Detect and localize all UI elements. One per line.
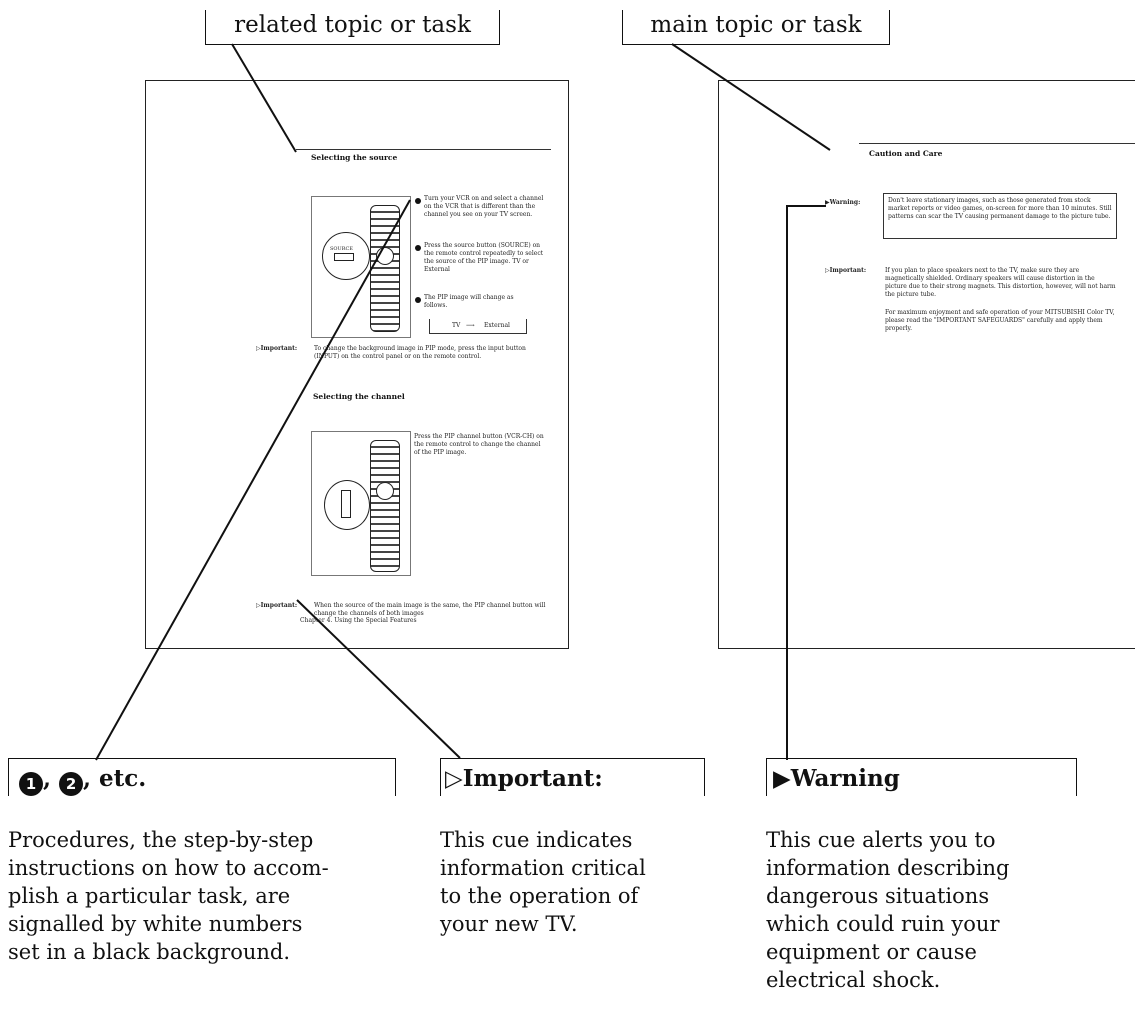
warning-description: This cue alerts you to information descr…: [766, 826, 1106, 994]
flow-tv: TV: [452, 322, 461, 329]
important-cue-label: Important:: [462, 765, 603, 792]
warning-line: information describing: [766, 856, 1010, 880]
important-text-left-2: When the source of the main image is the…: [314, 602, 546, 617]
warning-line: dangerous situations: [766, 884, 990, 908]
section-title-source: Selecting the source: [311, 153, 398, 162]
procedures-cue-label: , etc.: [83, 765, 147, 792]
related-topic-text: related topic or task: [234, 12, 471, 38]
important-line: to the operation of: [440, 884, 639, 908]
flow-external: External: [484, 322, 510, 329]
procedures-cue-box: 1, 2, etc.: [8, 758, 396, 796]
page-footer: Chapter 4. Using the Special Features: [300, 617, 417, 624]
important-line: information critical: [440, 856, 646, 880]
main-topic-text: main topic or task: [650, 12, 862, 38]
important-line: your new TV.: [440, 912, 578, 936]
important-label-right: ▷Important:: [825, 267, 867, 274]
main-topic-label: main topic or task: [622, 10, 890, 45]
step3-text: The PIP image will change as follows.: [424, 294, 514, 309]
important-cue-box: ▷Important:: [440, 758, 705, 796]
source-button-label: SOURCE: [330, 246, 353, 252]
caution-title: Caution and Care: [869, 149, 943, 158]
channel-text: Press the PIP channel button (VCR-CH) on…: [414, 433, 544, 456]
number-2-icon: 2: [59, 772, 84, 796]
related-topic-label: related topic or task: [205, 10, 500, 45]
warning-box: Don't leave stationary images, such as t…: [883, 193, 1117, 239]
remote-illustration-source: SOURCE: [311, 196, 411, 338]
procedures-line: Procedures, the step-by-step: [8, 828, 314, 852]
step1-text: Turn your VCR on and select a channel on…: [424, 195, 544, 218]
important-text-left-1: To change the background image in PIP mo…: [314, 345, 526, 360]
number-1-icon: 1: [19, 772, 43, 796]
left-manual-page: Selecting the source SOURCE Turn your VC…: [145, 80, 569, 649]
warning-line: equipment or cause: [766, 940, 977, 964]
procedures-line: set in a black background.: [8, 940, 291, 964]
warning-label-right: ▶Warning:: [825, 199, 861, 206]
procedures-line: instructions on how to accom-: [8, 856, 329, 880]
warning-line: This cue alerts you to: [766, 828, 996, 852]
warning-triangle-icon: ▶: [773, 765, 791, 792]
important-label-left-1: ▷Important:: [256, 345, 298, 352]
remote-illustration-channel: [311, 431, 411, 576]
important-text-right-2: For maximum enjoyment and safe operation…: [885, 309, 1115, 332]
important-label-left-2: ▷Important:: [256, 602, 298, 609]
step2-text: Press the source button (SOURCE) on the …: [424, 242, 544, 273]
warning-cue-box: ▶Warning: [766, 758, 1077, 796]
important-label-text: Important:: [260, 345, 298, 352]
important-text-right-1: If you plan to place speakers next to th…: [885, 267, 1116, 298]
warning-line: which could ruin your: [766, 912, 1000, 936]
warning-text: Don't leave stationary images, such as t…: [888, 197, 1112, 220]
warning-cue-label: Warning: [790, 765, 900, 792]
important-line: This cue indicates: [440, 828, 633, 852]
flow-box: TV ⟶ External: [429, 319, 527, 334]
procedures-line: plish a particular task, are: [8, 884, 291, 908]
procedures-line: signalled by white numbers: [8, 912, 303, 936]
warning-line: electrical shock.: [766, 968, 941, 992]
procedures-description: Procedures, the step-by-step instruction…: [8, 826, 378, 966]
important-triangle-icon: ▷: [445, 766, 463, 792]
right-manual-page: Caution and Care ▶Warning: Don't leave s…: [718, 80, 1135, 649]
section-title-channel: Selecting the channel: [313, 392, 405, 401]
important-description: This cue indicates information critical …: [440, 826, 710, 938]
